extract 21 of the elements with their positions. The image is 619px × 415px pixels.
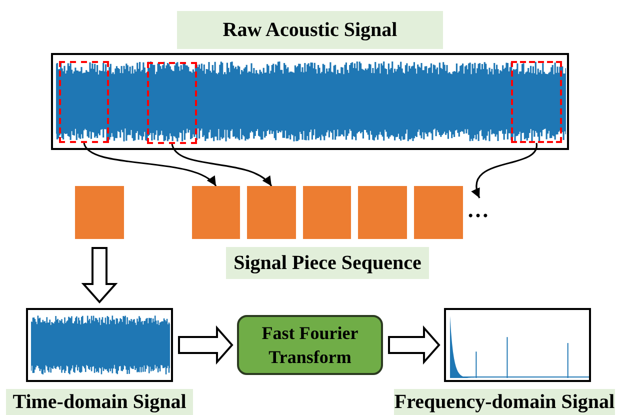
ellipsis-text: … bbox=[467, 198, 492, 222]
signal-piece-block bbox=[303, 186, 351, 239]
selection-window bbox=[511, 61, 562, 143]
curved-arrow bbox=[83, 142, 217, 187]
section-heading: Frequency-domain Signal bbox=[394, 389, 615, 415]
signal-piece-block bbox=[414, 186, 463, 239]
section-heading: Time-domain Signal bbox=[6, 389, 193, 415]
block-arrow bbox=[388, 325, 440, 365]
selection-window bbox=[59, 61, 109, 143]
block-arrow bbox=[178, 325, 234, 365]
curved-arrow bbox=[472, 142, 538, 198]
signal-piece-block bbox=[192, 186, 240, 239]
signal-piece-block bbox=[75, 186, 124, 239]
process-box: Fast Fourier Transform bbox=[237, 315, 383, 375]
selection-window bbox=[147, 62, 197, 144]
block-arrow bbox=[81, 247, 118, 304]
section-heading: Signal Piece Sequence bbox=[226, 247, 429, 279]
signal-piece-block bbox=[247, 186, 296, 239]
section-heading: Raw Acoustic Signal bbox=[177, 11, 443, 49]
curved-arrow bbox=[171, 144, 272, 187]
signal-piece-block bbox=[358, 186, 407, 239]
